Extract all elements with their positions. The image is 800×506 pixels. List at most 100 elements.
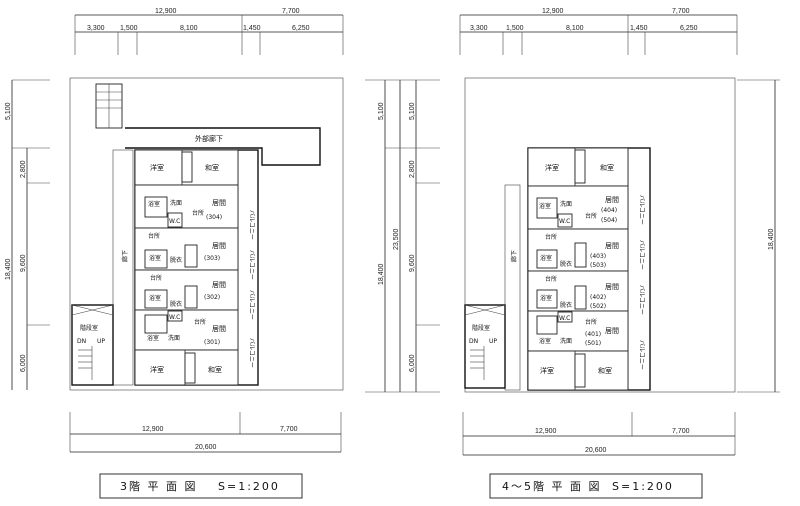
unit-number: (403) (590, 253, 606, 260)
dim-label: 12,900 (155, 8, 177, 15)
room-label: 居間 (605, 196, 619, 204)
dim-label: 12,900 (142, 426, 164, 433)
balcony-label: バルコニー (248, 210, 255, 240)
plan-scale: S=1:200 (218, 480, 280, 493)
room-label: 浴室 (539, 202, 551, 210)
unit-303: 台所 浴室 脱衣 居間 (303) (134, 227, 239, 271)
unit-number: (404) (601, 207, 617, 214)
room-label: 台所 (194, 318, 206, 326)
dim-label: 2,800 (20, 160, 27, 178)
room-label: W.C (169, 314, 180, 321)
balcony-label: バルコニー (638, 240, 645, 270)
room-label: 洗面 (170, 199, 182, 207)
unit-number: (302) (204, 294, 220, 301)
room-label: 洋室 (540, 366, 554, 375)
unit-401-501: W.C 台所 浴室 洗面 居間 (401) (501) (527, 310, 629, 352)
plan-4-5f: 12,900 7,700 3,300 1,500 8,100 1,450 6,2… (365, 8, 780, 499)
room-label: 浴室 (148, 200, 160, 208)
room-label: 居間 (605, 283, 619, 291)
dim-label: 7,700 (672, 428, 690, 435)
balcony-label: バルコニー (248, 338, 255, 368)
room-label: 和室 (208, 365, 222, 374)
balcony-label: バルコニー (638, 285, 645, 315)
dim-label: 7,700 (282, 8, 300, 15)
unit-302: 台所 浴室 脱衣 居間 (302) (134, 269, 239, 311)
plan-3f: 12,900 7,700 3,300 1,500 8,100 1,450 6,2… (5, 8, 344, 499)
site-boundary (464, 77, 736, 393)
room-label: 洋室 (150, 163, 164, 172)
room-label: 台所 (148, 232, 160, 240)
room-label: 居間 (212, 242, 226, 250)
unit-number: (402) (590, 294, 606, 301)
dim-label: 6,000 (409, 354, 416, 372)
hallway-label: 廊下 (121, 250, 129, 262)
title-box: 3階 平 面 図 S=1:200 (99, 473, 303, 499)
dim-label: 20,600 (195, 444, 217, 451)
dim-label: 9,600 (20, 254, 27, 272)
stairwell-label: 階段室 (80, 324, 98, 332)
corridor-label: 外部廊下 (195, 134, 223, 143)
unit-404-504: 浴室 洗面 W.C 台所 居間 (404) (504) (527, 185, 629, 230)
room-label: 浴室 (539, 337, 551, 345)
dim-label: 20,600 (585, 447, 607, 454)
dim-label: 3,300 (470, 25, 488, 32)
plan-scale: S=1:200 (612, 480, 674, 493)
room-label: W.C (559, 218, 570, 225)
dim-label: 3,300 (87, 25, 105, 32)
balcony-label: バルコニー (248, 290, 255, 320)
unit-number: (301) (204, 339, 220, 346)
dim-label: 5,100 (378, 102, 385, 120)
room-label: 台所 (192, 209, 204, 217)
dim-label: 7,700 (672, 8, 690, 15)
room-label: 居間 (212, 199, 226, 207)
room-label: 居間 (212, 325, 226, 333)
room-label: 浴室 (149, 294, 161, 302)
top-unit: 洋室 和室 (134, 149, 239, 186)
unit-number: (502) (590, 303, 606, 310)
site-boundary (69, 77, 344, 391)
dim-label: 18,400 (5, 258, 12, 280)
dim-label: 1,500 (506, 25, 524, 32)
room-label: 洋室 (545, 163, 559, 172)
dim-label: 1,450 (630, 25, 648, 32)
stair-up-label: UP (97, 338, 105, 345)
unit-number: (401) (585, 331, 601, 338)
room-label: W.C (169, 218, 180, 225)
stair-dn-label: DN (469, 338, 478, 345)
dim-label: 8,100 (180, 25, 198, 32)
unit-number: (501) (585, 340, 601, 347)
dim-label: 12,900 (535, 428, 557, 435)
room-label: 浴室 (147, 334, 159, 342)
room-label: 洗面 (560, 200, 572, 208)
plan-title: 4～5階 平 面 図 (502, 479, 602, 493)
top-unit: 洋室 和室 (527, 147, 629, 187)
dim-label: 5,100 (409, 102, 416, 120)
unit-number: (304) (206, 214, 222, 221)
unit-402-502: 台所 浴室 脱衣 居間 (402) (502) (527, 270, 629, 312)
dim-label: 8,100 (566, 25, 584, 32)
dim-label: 9,600 (409, 254, 416, 272)
stairwell: 階段室 DN UP (71, 304, 114, 386)
balcony-label: バルコニー (638, 340, 645, 370)
room-label: 脱衣 (170, 256, 182, 264)
room-label: 和室 (600, 163, 614, 172)
balcony-label: バルコニー (248, 250, 255, 280)
room-label: 居間 (212, 281, 226, 289)
room-label: 浴室 (149, 254, 161, 262)
right-dimension: 18,400 (737, 79, 780, 393)
room-label: 台所 (545, 233, 557, 241)
stairwell-label: 階段室 (472, 324, 490, 332)
dim-label: 2,800 (409, 160, 416, 178)
dim-label: 18,400 (768, 228, 775, 250)
exterior-corridor (125, 127, 321, 166)
hallway-label: 廊下 (510, 250, 518, 262)
dim-label: 6,250 (292, 25, 310, 32)
dim-label: 5,100 (5, 102, 12, 120)
hallway (112, 149, 134, 386)
room-label: 居間 (605, 327, 619, 335)
dim-label: 12,900 (542, 8, 564, 15)
hallway (504, 184, 521, 391)
plan-title: 3階 平 面 図 (120, 479, 198, 493)
room-label: 洗面 (560, 337, 572, 345)
